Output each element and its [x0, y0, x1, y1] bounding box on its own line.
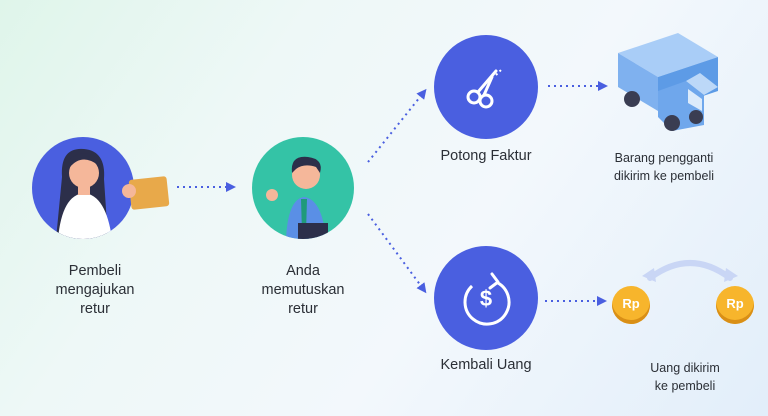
dollar-refresh-icon: $: [463, 272, 511, 326]
coin-swap-arc: [647, 260, 733, 281]
buyer-label: Pembeli mengajukan retur: [55, 263, 135, 317]
arrow-you-to-refund: [367, 213, 427, 294]
cut-invoice-label: Potong Faktur: [440, 148, 532, 164]
replacement-label: Barang pengganti dikirim ke pembeli: [613, 151, 715, 183]
svg-text:$: $: [480, 286, 492, 311]
you-label: Anda memutuskan retur: [261, 263, 345, 317]
cut-invoice-circle: [434, 35, 538, 139]
coin-icon-right: Rp: [716, 286, 754, 324]
arrow-you-to-cut: [367, 88, 427, 163]
buyer-avatar: [32, 137, 134, 239]
money-label: Uang dikirim ke pembeli: [650, 361, 720, 393]
you-avatar: [252, 137, 354, 239]
coin-icon-left: Rp: [612, 286, 650, 324]
refund-circle: $: [434, 246, 538, 350]
refund-label: Kembali Uang: [440, 357, 532, 373]
scissors-icon: [466, 68, 503, 109]
truck-icon: [618, 33, 718, 131]
buyer-hand: [122, 184, 136, 198]
